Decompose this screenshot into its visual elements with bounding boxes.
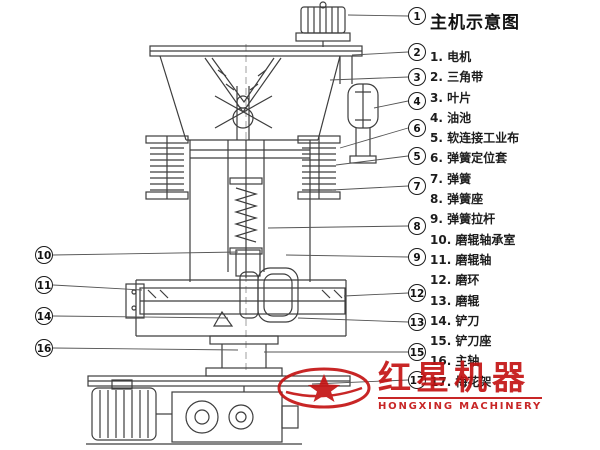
part-item-11: 11. 磨辊轴 [430, 252, 492, 267]
top-motor [295, 1, 351, 47]
callout-16: 16 [35, 339, 53, 357]
main-shaft-pedestal [205, 335, 283, 377]
callout-11: 11 [35, 276, 53, 294]
soft-connection [189, 140, 311, 282]
right-spring [297, 135, 341, 200]
callout-10: 10 [35, 246, 53, 264]
classifier [159, 55, 341, 141]
callout-8: 8 [408, 217, 426, 235]
callout-15: 15 [408, 343, 426, 361]
part-item-15: 15. 铲刀座 [430, 334, 492, 349]
parts-list: 1. 电机 2. 三角带 3. 叶片 4. 油池 5. 软连接工业布 6. 弹簧… [430, 47, 598, 392]
hongxing-logo-icon [277, 367, 371, 409]
watermark-text: 红星机器 HONGXING MACHINERY [378, 358, 543, 412]
oil-pool-flange [339, 56, 379, 164]
spring-rod-assembly [227, 140, 265, 278]
part-item-1: 1. 电机 [430, 50, 472, 64]
callout-12: 12 [408, 284, 426, 302]
part-item-4: 4. 油池 [430, 110, 472, 125]
part-item-12: 12. 磨环 [430, 273, 480, 288]
callout-4: 4 [408, 92, 426, 110]
part-item-10: 10. 磨辊轴承室 [430, 232, 516, 247]
left-spring [145, 135, 189, 200]
shovel-blade [212, 310, 234, 327]
part-item-17: 17. 梅花架 [430, 374, 492, 389]
callout-13: 13 [408, 313, 426, 331]
callout-5: 5 [408, 147, 426, 165]
parts-legend: 主机示意图 1. 电机 2. 三角带 3. 叶片 4. 油池 5. 软连接工业布… [430, 6, 598, 392]
callout-9: 9 [408, 248, 426, 266]
part-item-6: 6. 弹簧定位套 [430, 151, 508, 166]
part-item-14: 14. 铲刀 [430, 313, 480, 328]
callout-3: 3 [408, 68, 426, 86]
part-item-13: 13. 磨辊 [430, 293, 480, 308]
leader-lines [52, 14, 409, 385]
callout-7: 7 [408, 177, 426, 195]
part-item-7: 7. 弹簧 [430, 171, 472, 186]
callout-17: 17 [408, 371, 426, 389]
grinding-ring-housing [125, 279, 347, 337]
mill-diagram [52, 1, 409, 445]
callout-6: 6 [408, 119, 426, 137]
legend-title: 主机示意图 [430, 13, 520, 33]
part-item-9: 9. 弹簧拉杆 [430, 212, 496, 227]
part-item-16: 16. 主轴 [430, 354, 480, 369]
roller-assembly [235, 249, 299, 323]
part-item-5: 5. 软连接工业布 [430, 131, 520, 146]
callout-14: 14 [35, 307, 53, 325]
top-cover [149, 45, 363, 57]
part-item-2: 2. 三角带 [430, 70, 484, 85]
callout-1: 1 [408, 7, 426, 25]
brand-name-en: HONGXING MACHINERY [378, 397, 543, 412]
part-item-8: 8. 弹簧座 [430, 192, 484, 207]
part-item-3: 3. 叶片 [430, 90, 472, 105]
callout-2: 2 [408, 43, 426, 61]
brand-name-cn: 红星机器 [378, 358, 530, 397]
bottom-drive [86, 379, 302, 445]
watermark: 红星机器 HONGXING MACHINERY [276, 358, 600, 412]
